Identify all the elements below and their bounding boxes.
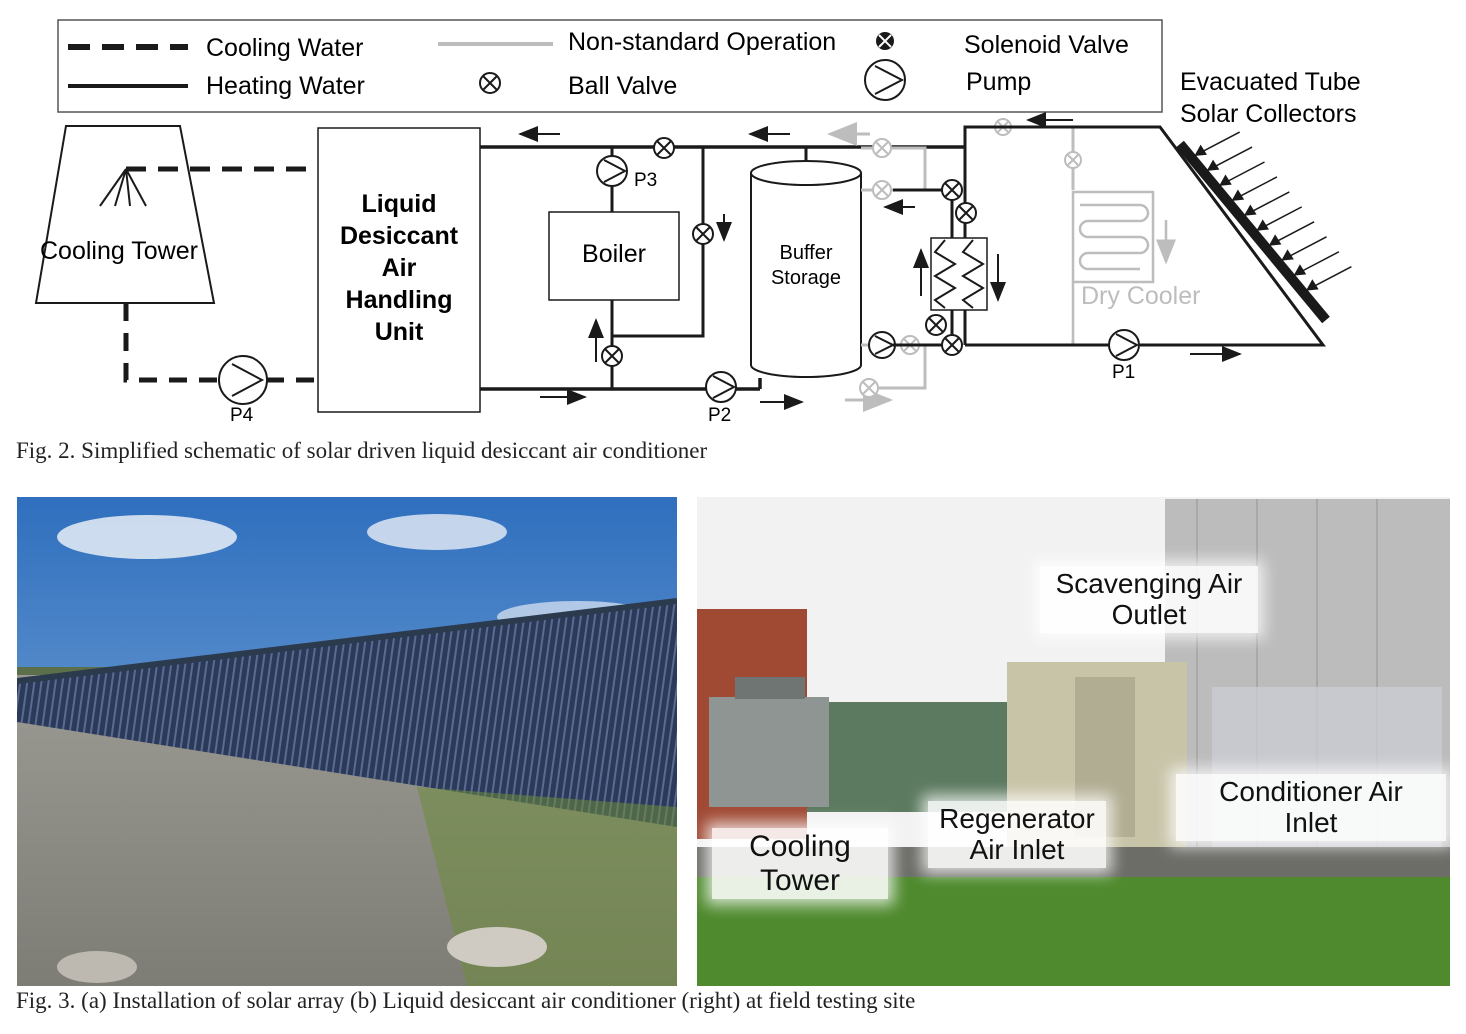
sun-ray-arrowhead (1206, 159, 1220, 171)
pump-p1-icon (1108, 329, 1140, 361)
pump-p4-icon (218, 355, 268, 405)
legend-pump: Pump (966, 68, 1032, 96)
scavenging-air-outlet-label: Scavenging Air Outlet (1040, 566, 1258, 633)
sun-ray-arrowhead (1219, 174, 1232, 186)
p1-label: P1 (1112, 362, 1136, 383)
cooling-tower-shape (34, 125, 216, 304)
buffer-storage-tank (750, 160, 862, 378)
sun-ray (1197, 131, 1241, 155)
cooling-tower-label: Cooling Tower (40, 237, 198, 265)
p2-label: P2 (708, 405, 732, 426)
ldahu-label: Liquid Desiccant Air Handling Unit (339, 190, 459, 346)
sun-ray-arrowhead (1293, 264, 1307, 276)
sun-ray (1246, 191, 1290, 215)
sun-ray (1234, 176, 1278, 200)
sun-ray-arrowhead (1231, 189, 1245, 201)
heat-exchanger-shape (930, 237, 988, 311)
boiler-label: Boiler (582, 240, 646, 268)
pump-p2-icon (705, 371, 737, 403)
sun-ray (1259, 206, 1303, 230)
dry-cooler-label: Dry Cooler (1081, 282, 1201, 310)
solenoid-valve-legend-icon (876, 32, 894, 50)
dry-cooler-shape (1071, 190, 1176, 345)
ball-valve-icon (601, 137, 714, 367)
pump-legend-icon (864, 59, 906, 101)
figure-3-caption: Fig. 3. (a) Installation of solar array … (16, 988, 916, 1013)
collectors-label: Evacuated Tube Solar Collectors (1180, 68, 1361, 128)
cooling-return-line (123, 303, 220, 383)
legend-non-standard: Non-standard Operation (568, 28, 837, 56)
pump-p3-icon (596, 155, 628, 187)
legend-box (57, 19, 1163, 113)
sun-ray (1222, 161, 1265, 185)
sun-ray-arrowhead (1243, 204, 1257, 216)
regenerator-air-inlet-label: Regenerator Air Inlet (928, 801, 1106, 868)
ball-valve-legend-icon (479, 72, 501, 94)
legend-heating-water: Heating Water (206, 72, 365, 100)
spray-nozzle-icon (99, 166, 310, 207)
sun-ray (1284, 236, 1327, 260)
solar-collector-shape (1176, 131, 1352, 324)
sun-ray-arrowhead (1256, 219, 1270, 231)
legend-cooling-water: Cooling Water (206, 34, 364, 62)
sun-ray-arrowhead (1268, 234, 1282, 246)
grey-pump-icon (868, 331, 896, 359)
schematic-diagram (34, 19, 1352, 413)
sun-ray-arrowhead (1194, 144, 1207, 156)
legend-ball-valve: Ball Valve (568, 72, 678, 100)
legend-solenoid-valve: Solenoid Valve (964, 31, 1129, 59)
figure-2-caption: Fig. 2. Simplified schematic of solar dr… (16, 438, 708, 463)
sun-ray-arrowhead (1306, 279, 1319, 291)
sun-ray (1296, 251, 1340, 275)
sun-ray (1271, 221, 1315, 245)
solar-array-photo (17, 497, 677, 986)
p4-label: P4 (230, 405, 254, 426)
sun-ray (1209, 146, 1253, 170)
sun-ray-arrowhead (1281, 249, 1294, 261)
ball-valve-icon (925, 179, 977, 356)
conditioner-air-inlet-label: Conditioner Air Inlet (1176, 774, 1446, 841)
cooling-tower-photo-label: Cooling Tower (712, 828, 888, 900)
buffer-label: Buffer Storage (770, 242, 842, 289)
sun-ray (1309, 266, 1352, 290)
ldahu-box (317, 127, 481, 413)
p3-label: P3 (634, 170, 658, 191)
boiler-box (548, 211, 680, 301)
